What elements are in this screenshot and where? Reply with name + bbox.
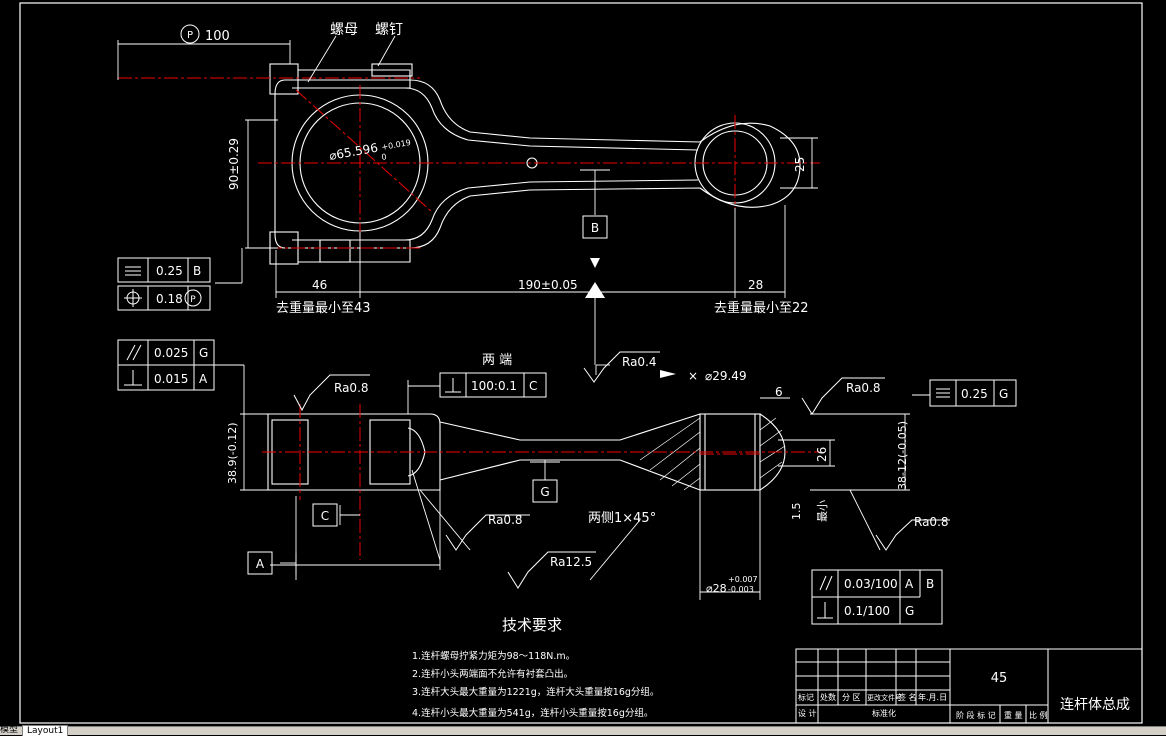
gdt-flatness-datum: B [193, 264, 201, 278]
gdt-par-ab-frame [811, 569, 943, 625]
gdt-perp-c-tol: 100:0.1 [471, 379, 517, 393]
gdt-flat-g-datum: G [999, 387, 1008, 401]
tb-material: 45 [991, 671, 1008, 686]
tb-zone: 分 区 [842, 693, 861, 702]
roughness-symbols [293, 351, 950, 589]
gdt-par-ab-datum2: B [926, 577, 934, 591]
gdt-flat-g-tol: 0.25 [961, 387, 988, 401]
nut-label: 螺母 [330, 22, 358, 38]
bore-diameter: ⌀65.596 [328, 141, 379, 163]
gdt-position-frame [117, 285, 211, 311]
dim-90: 90±0.29 [227, 138, 241, 190]
min-text: 最小 [816, 500, 829, 522]
gdt-perp-c-datum: C [529, 379, 537, 393]
tb-mark: 标记 [798, 692, 814, 702]
datum-g-label: G [540, 485, 549, 499]
tech-requirements-title: 技术要求 [502, 616, 562, 634]
top-dimensions [117, 35, 818, 298]
gdt-parallel-frame [117, 339, 215, 391]
ra125: Ra12.5 [550, 555, 592, 569]
chamfer-note: 两侧1×45° [588, 511, 656, 526]
dim-26: 26 [815, 447, 829, 462]
datum-a-box [247, 551, 273, 575]
gdt-flat-g-frame [929, 379, 1017, 407]
dim-100: 100 [205, 29, 230, 44]
tb-design: 设 计 [798, 708, 817, 718]
gdt-perp-g-tol: 0.1/100 [844, 604, 890, 618]
gdt-perp-a-datum: A [199, 372, 208, 386]
ra08-bottom-right: Ra0.8 [914, 515, 949, 529]
dia-28-tol-up: +0.007 [728, 575, 758, 584]
tb-stage-mark: 阶 段 标 记 [956, 710, 996, 720]
front-centerlines [262, 404, 820, 560]
top-centerlines [118, 77, 820, 249]
ra08-bottom: Ra0.8 [488, 513, 523, 527]
dim-25: 25 [793, 157, 807, 172]
tb-date: 年.月.日 [918, 692, 947, 702]
bore-tol-up: +0.019 [381, 138, 412, 152]
gdt-perp-a-tol: 0.015 [154, 372, 188, 386]
arrowheads [585, 258, 676, 378]
front-dimensions [214, 364, 930, 600]
gdt-par-ab-tol: 0.03/100 [844, 577, 898, 591]
gdt-parallel-tol: 0.025 [154, 346, 188, 360]
gdt-flatness-tol: 0.25 [156, 264, 183, 278]
gdt-position-tol: 0.18 [156, 292, 183, 306]
tech-note-3: 3.连杆大头最大重量为1221g，连杆大头重量按16g分组。 [412, 686, 659, 698]
drawing-frame [19, 2, 1143, 724]
tb-standardization: 标准化 [872, 708, 896, 718]
gdt-position-datum: P [190, 295, 196, 305]
tech-note-4: 4.连杆小头最大重量为541g，连杆小头重量按16g分组。 [412, 707, 653, 719]
tab-layout1[interactable]: Layout1 [22, 725, 69, 736]
ra08-left: Ra0.8 [334, 381, 369, 395]
tb-count: 处数 [820, 692, 836, 702]
bore-tol-down: 0 [381, 152, 388, 162]
tb-sign: 签 名 [898, 692, 917, 702]
dim-38-right: 38-12(-0.05) [896, 421, 909, 490]
tb-part-name: 连杆体总成 [1060, 697, 1130, 713]
datum-a-label: A [256, 557, 265, 571]
section-hatching [639, 417, 786, 491]
datum-p-circle [180, 24, 200, 44]
ra08-right: Ra0.8 [846, 381, 881, 395]
tb-change-doc: 更改文件号 [867, 693, 902, 702]
tab-model[interactable]: 模型 [0, 725, 19, 735]
layout-tab-bar: 模型 Layout1 [0, 725, 1166, 736]
tb-scale: 比 例 [1029, 710, 1048, 720]
tb-weight: 重 量 [1004, 710, 1023, 720]
dim-6: 6 [775, 385, 783, 399]
dim-28: 28 [748, 278, 763, 292]
ra04: Ra0.4 [622, 355, 657, 369]
dim-46: 46 [312, 278, 327, 292]
gdt-par-ab-datum1: A [905, 577, 914, 591]
datum-b-label: B [591, 221, 599, 235]
x-mark: × [688, 369, 698, 383]
gdt-perp-g-datum: G [905, 604, 914, 618]
screw-label: 螺钉 [375, 22, 403, 38]
top-view [269, 63, 801, 265]
datum-c-label: C [321, 509, 329, 523]
dim-38-left: 38.9(-0.12) [226, 422, 239, 484]
tech-note-1: 1.连杆螺母拧紧力矩为98～118N.m。 [412, 650, 575, 662]
remove-weight-right: 去重量最小至22 [714, 300, 809, 316]
dim-1-5: 1.5 [790, 503, 803, 521]
datum-g-box [532, 479, 558, 503]
remove-weight-left: 去重量最小至43 [276, 300, 371, 316]
dia-28: ⌀28 [706, 582, 727, 595]
gdt-parallel-datum: G [199, 346, 208, 360]
datum-b-box [582, 215, 608, 239]
tech-note-2: 2.连杆小头两端面不允许有衬套凸出。 [412, 668, 573, 680]
dia-28-tol-down: -0.003 [728, 585, 754, 594]
small-end-diameter: ⌀29.49 [705, 369, 747, 383]
title-block [795, 648, 1143, 724]
datum-c-box [312, 503, 338, 527]
gdt-flatness-frame [117, 257, 211, 283]
gdt-perp-c-frame [439, 372, 547, 398]
both-ends-label: 两 端 [482, 353, 512, 368]
datum-p-label: P [187, 30, 193, 41]
dim-190: 190±0.05 [518, 278, 578, 292]
